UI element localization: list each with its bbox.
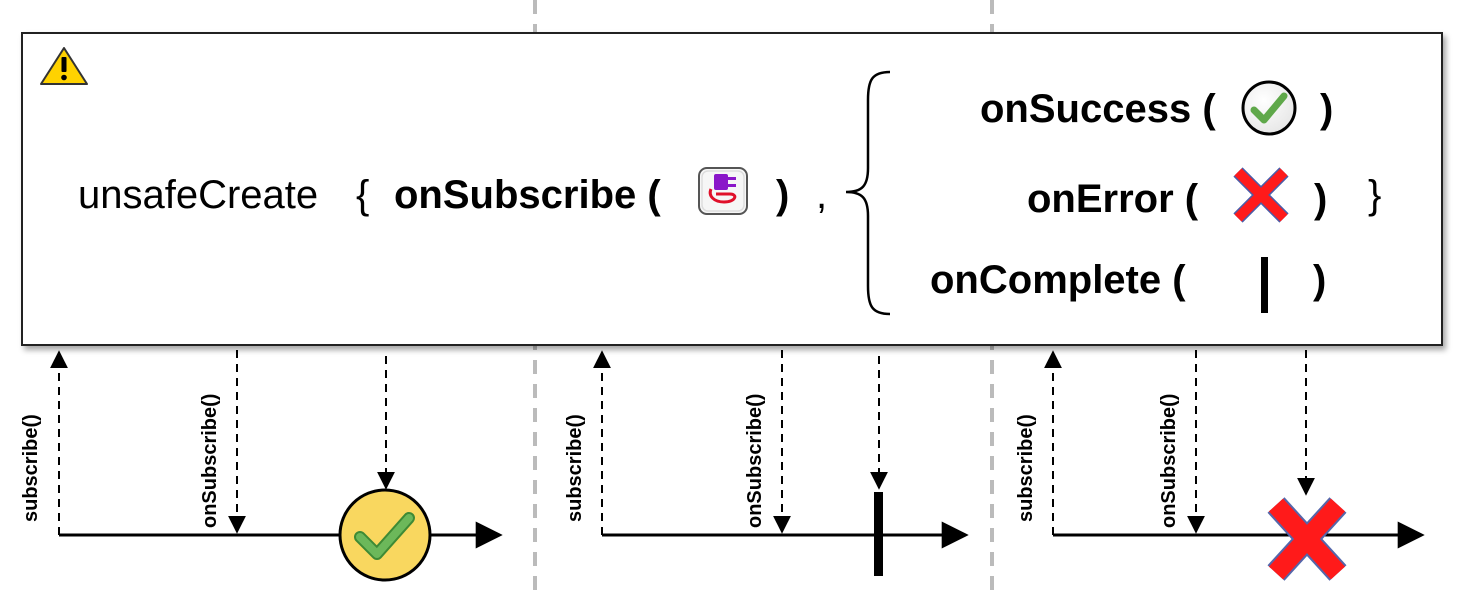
lane-error: subscribe() onSubscribe() — [1015, 350, 1425, 581]
success-check-icon — [1241, 80, 1297, 136]
operator-name: unsafeCreate — [78, 173, 318, 217]
lane-complete: subscribe() onSubscribe() — [564, 350, 969, 576]
lane-success: subscribe() onSubscribe() — [20, 350, 503, 582]
on-complete-close-paren: ) — [1313, 258, 1326, 302]
complete-bar-icon — [874, 492, 883, 576]
on-subscribe-call-label: onSubscribe() — [744, 394, 766, 528]
comma: , — [816, 173, 827, 217]
subscribe-label: subscribe() — [1015, 414, 1037, 522]
operator-box-frame — [21, 32, 1443, 346]
close-brace: } — [1368, 173, 1381, 217]
check-circle-icon — [338, 488, 432, 582]
complete-bar-icon — [1261, 257, 1268, 313]
open-brace: { — [356, 173, 369, 217]
on-subscribe-close-paren: ) — [776, 173, 789, 217]
on-complete-label: onComplete ( — [930, 258, 1186, 302]
handlers-brace — [845, 70, 891, 316]
on-error-label: onError ( — [1027, 177, 1199, 221]
plug-icon — [698, 167, 748, 215]
on-subscribe-label: onSubscribe ( — [394, 173, 661, 217]
red-x-icon — [1267, 497, 1347, 581]
subscribe-label: subscribe() — [564, 414, 586, 522]
on-success-label: onSuccess ( — [980, 87, 1216, 131]
warning-triangle-icon — [40, 47, 88, 85]
on-subscribe-call-label: onSubscribe() — [199, 394, 221, 528]
on-success-close-paren: ) — [1320, 87, 1333, 131]
operator-box: unsafeCreate { onSubscribe ( ) , onSucce… — [21, 32, 1443, 346]
on-subscribe-call-label: onSubscribe() — [1158, 394, 1180, 528]
error-x-icon — [1233, 167, 1289, 223]
on-error-close-paren: ) — [1314, 177, 1327, 221]
subscribe-label: subscribe() — [20, 414, 42, 522]
